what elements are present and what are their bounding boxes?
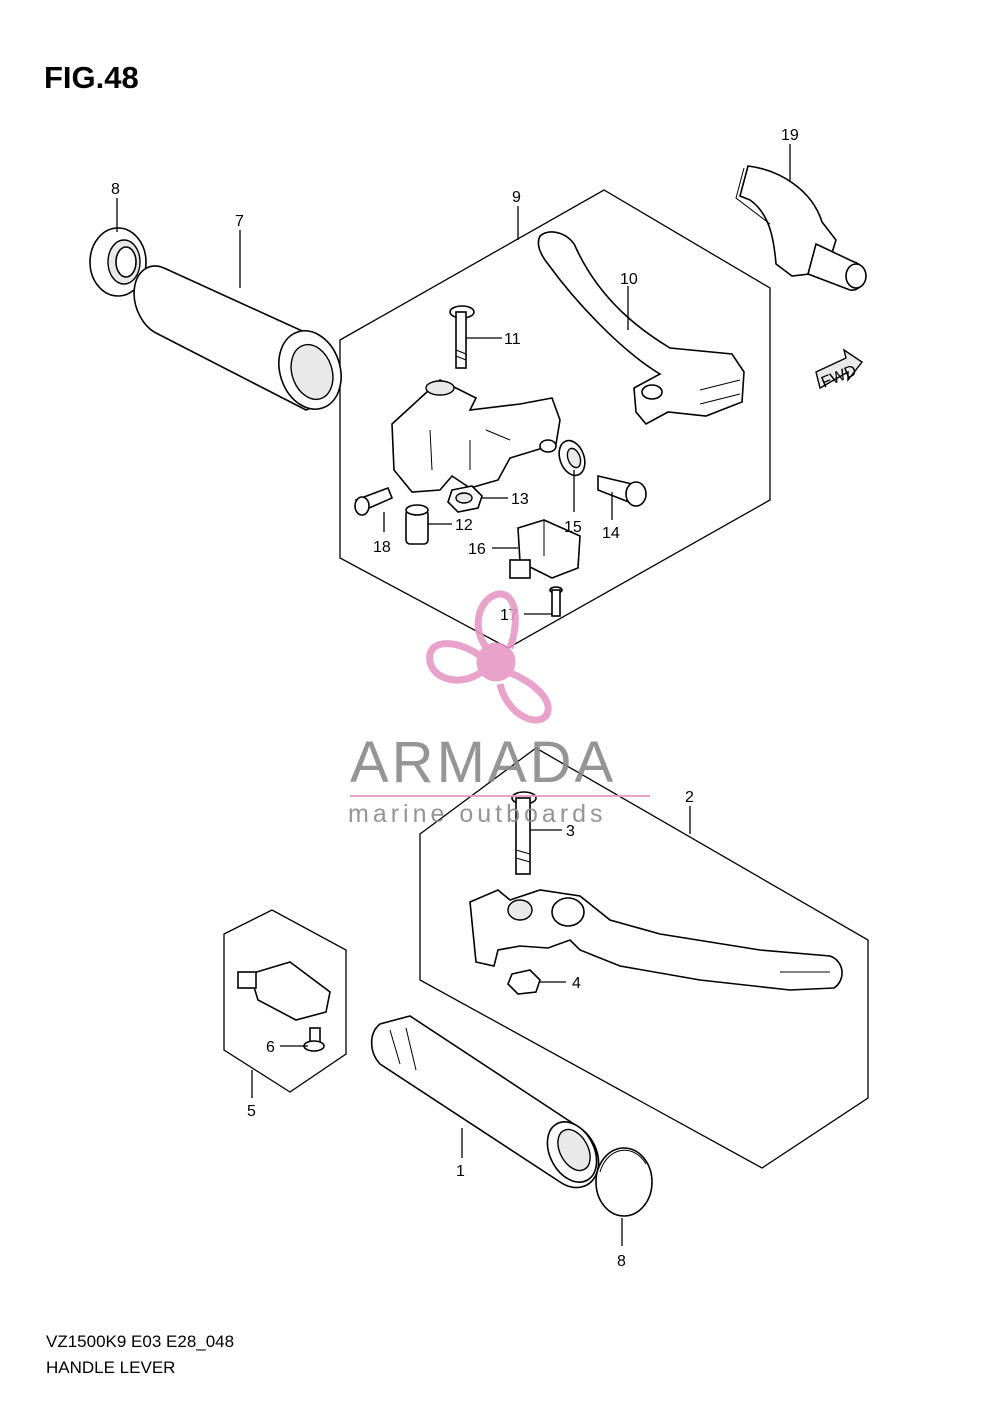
part-18-bolt (354, 486, 394, 516)
callout-18: 18 (373, 539, 391, 556)
callout-14: 14 (602, 525, 620, 542)
callout-11: 11 (504, 331, 521, 348)
group-outline-5 (223, 909, 347, 1093)
callout-19: 19 (781, 127, 799, 144)
callout-1: 1 (456, 1163, 465, 1180)
part-8-bottom-end-cap (595, 1147, 653, 1217)
section-name: HANDLE LEVER (46, 1358, 176, 1377)
figure-title: FIG.48 (44, 60, 139, 95)
part-15-adjuster-wheel (558, 439, 586, 477)
callout-12: 12 (455, 517, 473, 534)
callout-6: 6 (266, 1039, 275, 1056)
callout-9: 9 (512, 189, 521, 206)
part-2-brake-lever (469, 889, 843, 991)
part-10-lever (537, 231, 745, 426)
part-1-throttle-grip (370, 1015, 600, 1189)
group-outline-9 (339, 189, 771, 649)
watermark-tagline: marine outboards (348, 800, 607, 828)
part-13-nut (447, 485, 483, 513)
part-11-pin (449, 305, 475, 369)
part-12-collar (405, 504, 429, 545)
callout-5: 5 (247, 1103, 256, 1120)
part-17-screw (549, 586, 563, 617)
callout-8-top: 8 (111, 181, 120, 198)
group-outline-2 (419, 747, 869, 1169)
armada-watermark: ARMADA marine outboards (348, 590, 650, 828)
callout-3: 3 (566, 823, 575, 840)
callout-2: 2 (685, 789, 694, 806)
part-8-top-ring (89, 227, 147, 297)
callout-10: 10 (620, 271, 638, 288)
callout-4: 4 (572, 975, 581, 992)
fwd-direction-badge: FWD (815, 348, 864, 392)
callout-16: 16 (468, 541, 486, 558)
model-code: VZ1500K9 E03 E28_048 (46, 1332, 235, 1351)
propeller-logo-icon (426, 590, 552, 724)
watermark-brand: ARMADA (350, 730, 616, 795)
callout-8-bottom: 8 (617, 1253, 626, 1270)
callout-7: 7 (235, 213, 244, 230)
part-9-lever-holder (391, 379, 561, 493)
part-19-cover (735, 165, 867, 291)
part-5-switch (237, 961, 331, 1021)
part-4-nut (507, 969, 541, 995)
part-16-switch (509, 519, 581, 579)
callout-13: 13 (511, 491, 529, 508)
part-14-adjuster-screw (597, 474, 647, 507)
part-7-grip (133, 265, 342, 411)
leader-lines (116, 144, 791, 1246)
callout-15: 15 (564, 519, 582, 536)
part-6-screw (303, 1027, 325, 1052)
